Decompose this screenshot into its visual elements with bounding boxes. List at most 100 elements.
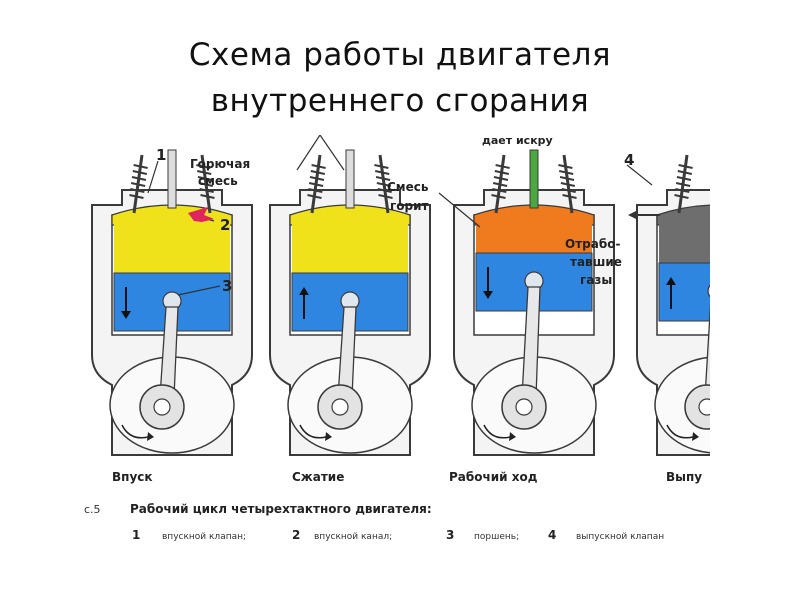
crankshaft (684, 384, 710, 430)
leader-1 (147, 160, 159, 194)
valve-spring (492, 182, 508, 187)
callout-burn-2: горит (390, 199, 429, 213)
rotation-arrow-icon (121, 424, 149, 439)
callout-num-2: 2 (220, 216, 230, 234)
callout-burn-1: Смесь (387, 180, 429, 194)
valve-spring (196, 164, 211, 169)
rotation-arrow-icon (299, 424, 327, 439)
cylinder-exhaust (636, 154, 710, 456)
valve-spring (132, 170, 148, 175)
valve-spring (199, 188, 214, 193)
valve-spring (675, 188, 690, 193)
gas-charge (659, 223, 710, 263)
caption-val-2: впускной канал; (314, 532, 392, 542)
leader-top-b (319, 135, 345, 171)
arrow-up-icon (666, 277, 676, 285)
valve-spring (308, 182, 324, 187)
exhaust-arrow-icon (628, 210, 660, 220)
valve-spring (676, 176, 692, 181)
piston (658, 262, 710, 322)
piston-pin (707, 284, 710, 298)
valve-spring (196, 170, 212, 175)
callout-exh-2: тавшие (570, 255, 622, 269)
callout-spark: дает искру (482, 135, 553, 147)
valve-spring (131, 176, 147, 181)
callout-mix-1: Горючая (190, 157, 250, 171)
callout-mix-2: смесь (198, 174, 238, 188)
engine-cycle-diagram: 1 Горючая смесь 2 3 дает искру Смесь гор… (84, 135, 710, 542)
arrow-down-icon (483, 291, 493, 299)
spark-plug-icon (167, 149, 177, 209)
valve-spring (558, 170, 574, 175)
callout-num-3: 3 (222, 277, 232, 295)
valve-spring (493, 176, 509, 181)
intake-arrow-icon (188, 207, 214, 222)
valve-spring (560, 182, 576, 187)
spark-plug-icon (529, 149, 539, 209)
stroke-label-compression: Сжатие (292, 470, 344, 484)
leader-top-a (296, 135, 321, 171)
callout-num-1: 1 (156, 146, 166, 164)
leader-3 (177, 285, 221, 296)
valve-spring (374, 170, 390, 175)
caption-key-1: 1 (132, 528, 140, 542)
valve-spring (675, 182, 691, 187)
valve-spring (678, 164, 693, 169)
valve-spring (375, 176, 391, 181)
stroke-label-intake: Впуск (112, 470, 153, 484)
slide-title: Схема работы двигателя внутреннего сгора… (0, 32, 800, 124)
valve-spring (310, 170, 326, 175)
valve-spring (130, 188, 145, 193)
caption-val-4: выпускной клапан (576, 532, 664, 542)
rotation-arrow-icon (666, 424, 694, 439)
caption-key-2: 2 (292, 528, 300, 542)
valve-spring (492, 188, 507, 193)
callout-exh-3: газы (580, 273, 612, 287)
arrow-down-icon (121, 311, 131, 319)
valve-spring (561, 188, 576, 193)
valve-spring (309, 176, 325, 181)
callout-exh-1: Отрабо- (565, 237, 620, 251)
caption-val-3: поршень; (474, 532, 519, 542)
gas-charge (114, 223, 230, 273)
rotation-arrow-icon (483, 424, 511, 439)
valve-spring (378, 194, 393, 199)
caption-fig-number: с.5 (84, 503, 101, 516)
leader-burn (438, 192, 481, 228)
valve-spring (674, 194, 689, 199)
valve-spring (562, 194, 577, 199)
arrow-up-icon (299, 287, 309, 295)
gas-charge (292, 223, 408, 273)
caption-key-4: 4 (548, 528, 556, 542)
cylinder-head (656, 204, 710, 226)
valve-spring (129, 194, 144, 199)
cylinder-head (289, 204, 411, 226)
valve-spring (495, 164, 510, 169)
valve-spring (197, 176, 213, 181)
cylinder-head (473, 204, 595, 226)
valve-spring (307, 194, 322, 199)
valve-spring (376, 182, 392, 187)
valve-spring (311, 164, 326, 169)
valve-spring (374, 164, 389, 169)
caption-title: Рабочий цикл четырехтактного двигателя: (130, 502, 432, 516)
valve-spring (308, 188, 323, 193)
valve-spring (491, 194, 506, 199)
title-line-2: внутреннего сгорания (210, 83, 590, 119)
cylinder-power (453, 149, 615, 456)
valve-spring (200, 194, 215, 199)
valve-spring (677, 170, 693, 175)
valve-spring (377, 188, 392, 193)
connecting-rod (704, 302, 710, 398)
valve-spring (133, 164, 148, 169)
caption-val-1: впускной клапан; (162, 532, 246, 542)
leader-4 (626, 164, 653, 186)
stroke-label-power: Рабочий ход (449, 470, 538, 484)
valve-spring (198, 182, 214, 187)
stroke-label-exhaust: Выпу (666, 470, 702, 484)
valve-spring (130, 182, 146, 187)
valve-spring (559, 176, 575, 181)
gas-charge (476, 223, 592, 253)
valve-spring (494, 170, 510, 175)
caption-key-3: 3 (446, 528, 454, 542)
